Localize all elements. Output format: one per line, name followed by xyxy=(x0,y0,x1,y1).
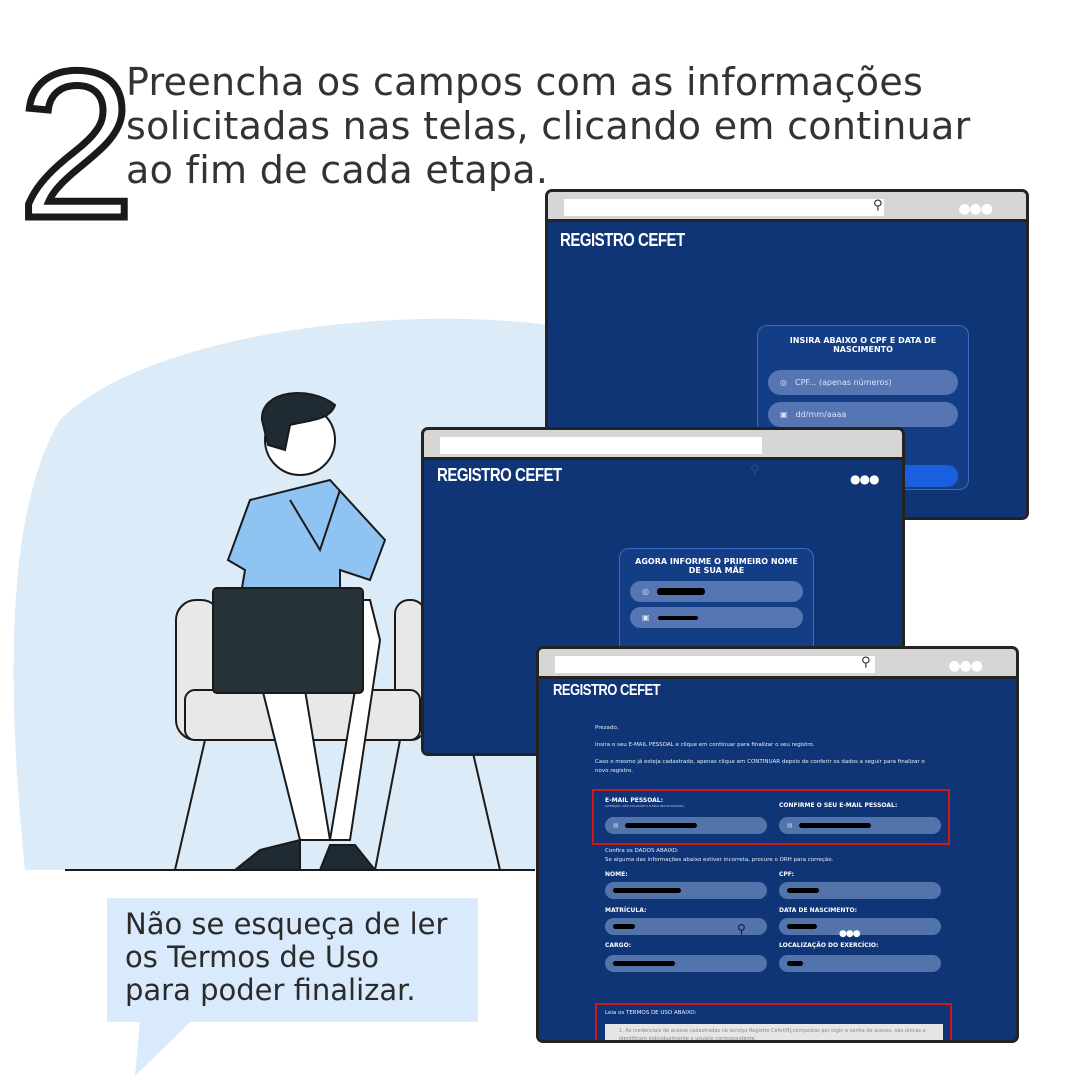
card-heading: INSIRA ABAIXO O CPF E DATA DE NASCIMENTO xyxy=(789,336,937,354)
check-note: Se alguma das informações abaixo estiver… xyxy=(605,857,834,863)
logo: REGISTRO CEFET xyxy=(437,465,562,486)
data-fields: NOME: CPF: MATRÍCULA: DATA DE NASCIMENTO… xyxy=(605,871,945,981)
url-field[interactable] xyxy=(555,656,875,673)
user-icon: ◎ xyxy=(642,587,649,596)
birthdate-input[interactable]: ▣ xyxy=(630,607,803,628)
tip-line: os Termos de Uso xyxy=(125,940,379,974)
redacted xyxy=(613,888,681,893)
field-label: CPF: xyxy=(779,871,794,878)
redacted xyxy=(613,924,635,929)
redacted xyxy=(798,823,871,828)
logo: REGISTRO CEFET xyxy=(560,230,685,251)
speech-tail xyxy=(135,1022,190,1076)
more-icon[interactable]: ●●● xyxy=(958,201,993,217)
redacted xyxy=(656,588,705,595)
location-field xyxy=(779,955,941,972)
browser-window-email: ⚲ ●●● REGISTRO CEFET Prezado, Insira o s… xyxy=(536,646,1019,1043)
field-label: MATRÍCULA: xyxy=(605,907,647,914)
matricula-field xyxy=(605,918,767,935)
step-number: 2 xyxy=(15,27,139,262)
card-heading: AGORA INFORME O PRIMEIRO NOME DE SUA MÃE xyxy=(635,557,798,575)
field-label: LOCALIZAÇÃO DO EXERCÍCIO: xyxy=(779,942,879,949)
terms-highlight xyxy=(595,1003,952,1040)
email-section: E-MAIL PESSOAL: (ATENÇÃO, NÃO COLOQUE O … xyxy=(605,797,945,834)
email-input[interactable]: ▤ xyxy=(605,817,767,834)
browser-bar: ⚲ ●●● xyxy=(539,649,1016,679)
check-text: Confira os DADOS ABAIXO: Se alguma das i… xyxy=(605,847,833,865)
redacted xyxy=(624,823,697,828)
terms-label: Leia os TERMOS DE USO ABAIXO: xyxy=(605,1010,697,1016)
instructions: Caso o mesmo já esteja cadastrado, apena… xyxy=(595,759,925,774)
mail-icon: ▤ xyxy=(613,822,619,829)
cpf-input[interactable]: ◎ CPF... (apenas números) xyxy=(768,370,958,395)
email-label: E-MAIL PESSOAL: xyxy=(605,797,664,804)
birthdate-field xyxy=(779,918,941,935)
mail-icon: ▤ xyxy=(787,822,793,829)
search-icon[interactable]: ⚲ xyxy=(861,655,871,670)
tip-line: Não se esqueça de ler xyxy=(125,907,448,941)
redacted xyxy=(787,888,819,893)
cargo-field xyxy=(605,955,767,972)
title-line: ao fim de cada etapa. xyxy=(126,148,549,192)
check-heading: Confira os DADOS ABAIXO: xyxy=(605,848,679,854)
placeholder: CPF... (apenas números) xyxy=(794,378,892,387)
name-field xyxy=(605,882,767,899)
email-highlight xyxy=(592,789,950,845)
field-label: CARGO: xyxy=(605,942,632,949)
more-icon: ●●● xyxy=(839,929,861,939)
redacted xyxy=(657,615,698,620)
calendar-icon: ▣ xyxy=(642,613,650,622)
title-line: solicitadas nas telas, clicando em conti… xyxy=(126,104,971,148)
confirm-email-label: CONFIRME O SEU E-MAIL PESSOAL: xyxy=(779,802,898,809)
url-field[interactable] xyxy=(440,437,762,454)
tip-line: para poder finalizar. xyxy=(125,973,416,1007)
redacted xyxy=(787,961,803,966)
browser-bar xyxy=(424,430,902,460)
field-label: NOME: xyxy=(605,871,628,878)
form-text: Prezado, Insira o seu E-MAIL PESSOAL e c… xyxy=(595,724,935,776)
instructions: Insira o seu E-MAIL PESSOAL e clique em … xyxy=(595,742,815,748)
redacted xyxy=(613,961,675,966)
more-icon[interactable]: ●●● xyxy=(850,472,879,486)
calendar-icon: ▣ xyxy=(780,410,788,419)
url-field[interactable] xyxy=(564,199,884,216)
placeholder: dd/mm/aaaa xyxy=(795,410,847,419)
mother-name-input[interactable]: ◎ xyxy=(630,581,803,602)
redacted xyxy=(787,924,817,929)
birthdate-input[interactable]: ▣ dd/mm/aaaa xyxy=(768,402,958,427)
terms-textarea[interactable]: 1. As credenciais de acesso cadastradas … xyxy=(605,1024,943,1040)
person xyxy=(212,392,387,871)
browser-bar: ⚲ ●●● xyxy=(548,192,1026,222)
page-title: Preencha os campos com as informações so… xyxy=(126,60,971,192)
confirm-email-input[interactable]: ▤ xyxy=(779,817,941,834)
email-note: (ATENÇÃO, NÃO COLOQUE O E-MAIL INSTITUCI… xyxy=(605,804,685,808)
greeting: Prezado, xyxy=(595,725,619,731)
search-icon: ⚲ xyxy=(737,922,746,936)
logo: REGISTRO CEFET xyxy=(553,680,661,699)
field-label: DATA DE NASCIMENTO: xyxy=(779,907,857,914)
more-icon[interactable]: ●●● xyxy=(948,658,983,674)
title-line: Preencha os campos com as informações xyxy=(126,60,924,104)
search-icon[interactable]: ⚲ xyxy=(750,463,760,478)
tip-bubble: Não se esqueça de ler os Termos de Uso p… xyxy=(107,898,478,1022)
user-icon: ◎ xyxy=(780,378,787,387)
search-icon[interactable]: ⚲ xyxy=(873,198,883,213)
cpf-field xyxy=(779,882,941,899)
